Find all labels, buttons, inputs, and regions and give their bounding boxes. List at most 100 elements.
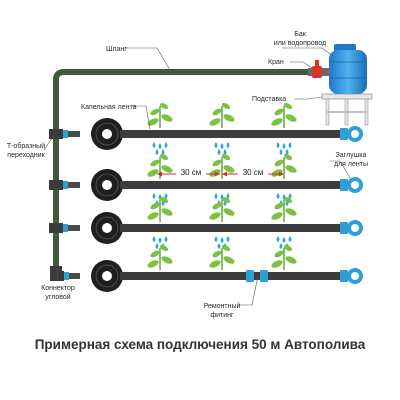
plant-leaf (212, 250, 222, 258)
water-drop-icon (217, 243, 221, 249)
water-drop-icon (152, 193, 156, 199)
plant-leaf (161, 208, 173, 216)
plant-leaf (223, 208, 235, 216)
plant-leaf (161, 114, 173, 122)
plant-leaf (147, 212, 159, 220)
tee-ring (63, 130, 68, 138)
end-plug-icon (340, 220, 363, 236)
water-drop-icon (152, 142, 156, 148)
plant-leaf (159, 102, 169, 110)
leader-hose (125, 47, 171, 71)
plant-leaf (271, 260, 283, 268)
end-plug-icon (340, 126, 363, 142)
plant-leaf (274, 159, 284, 167)
label-tank-line1: Бак (294, 31, 306, 38)
water-drop-icon (155, 243, 159, 249)
label-plug-line2: для ленты (334, 161, 368, 168)
label-drip-tape: Капельная лента (81, 104, 137, 111)
water-drop-icon (164, 142, 168, 148)
water-drop-icon (164, 236, 168, 242)
plant-leaf (221, 153, 231, 161)
water-drop-icon (279, 149, 283, 155)
plug-collar (340, 179, 348, 191)
plant-leaf (223, 165, 235, 173)
plant-leaf (221, 196, 231, 204)
plant-leaf (159, 244, 169, 252)
plant-leaf (147, 118, 159, 126)
feed-pipe (58, 225, 80, 231)
plant-leaf (274, 108, 284, 116)
plant-leaf (223, 256, 235, 264)
distribution-pipe (53, 140, 59, 276)
plant-leaf (271, 118, 283, 126)
water-drop-icon (226, 193, 230, 199)
plant-leaf (221, 244, 231, 252)
feed-pipe (58, 131, 80, 137)
plant-leaf (161, 165, 173, 173)
plant-leaf (283, 153, 293, 161)
plant-leaf (274, 202, 284, 210)
tape-reel-icon (91, 169, 123, 201)
drip-tape (120, 224, 342, 232)
plug-hole (351, 130, 359, 138)
leader-corner (56, 267, 59, 282)
reel-hub (102, 223, 112, 233)
water-drop-icon (282, 143, 286, 149)
label-stand: Подставка (252, 96, 286, 103)
plant-leaf (209, 212, 221, 220)
plant-leaf (159, 153, 169, 161)
label-hose: Шланг (106, 46, 127, 53)
reel-ring (95, 264, 119, 288)
water-drop-icon (288, 193, 292, 199)
water-drop-icon (282, 237, 286, 243)
water-drop-icon (155, 149, 159, 155)
plant-leaf (283, 102, 293, 110)
reel-hub (102, 180, 112, 190)
plant-icon (147, 196, 173, 222)
water-drop-icon (226, 142, 230, 148)
water-drop-icon (217, 149, 221, 155)
plug-hole (351, 224, 359, 232)
water-tank-icon (329, 44, 367, 94)
plant-leaf (283, 244, 293, 252)
plant-leaf (209, 260, 221, 268)
plant-icon (271, 196, 297, 222)
water-drop-icon (288, 236, 292, 242)
tee-ring (63, 224, 68, 232)
reel-ring (95, 216, 119, 240)
label-repair-line2: фитинг (210, 312, 234, 319)
corner-ring (64, 272, 69, 280)
plant-leaf (159, 196, 169, 204)
plant-leaf (274, 250, 284, 258)
water-drop-icon (220, 143, 224, 149)
tape-reel-icon (91, 212, 123, 244)
stand-icon (321, 93, 373, 126)
plant-leaf (285, 114, 297, 122)
plant-leaf (283, 196, 293, 204)
plant-leaf (212, 202, 222, 210)
plant-icon (271, 153, 297, 179)
plant-icon (147, 102, 173, 128)
plant-leaf (271, 212, 283, 220)
plant-leaf (150, 202, 160, 210)
repair-ring-right (260, 270, 268, 282)
plant-leaf (150, 250, 160, 258)
plant-icon (271, 102, 297, 128)
water-drop-icon (276, 193, 280, 199)
drip-tape (120, 130, 342, 138)
tee-connector-icon (49, 180, 68, 190)
repair-body (254, 273, 260, 279)
leader-stand (294, 96, 323, 100)
leader-tee (43, 133, 57, 151)
corner-body (50, 266, 64, 281)
plant-icon (209, 244, 235, 270)
leader-drip-tape (132, 105, 151, 130)
plant-icon (209, 102, 235, 128)
label-tee-line1: Т-образный (7, 142, 45, 150)
water-drop-icon (276, 142, 280, 148)
water-drop-icon (223, 149, 227, 155)
water-drop-icon (220, 237, 224, 243)
water-drop-icon (214, 236, 218, 242)
water-drop-icon (288, 142, 292, 148)
